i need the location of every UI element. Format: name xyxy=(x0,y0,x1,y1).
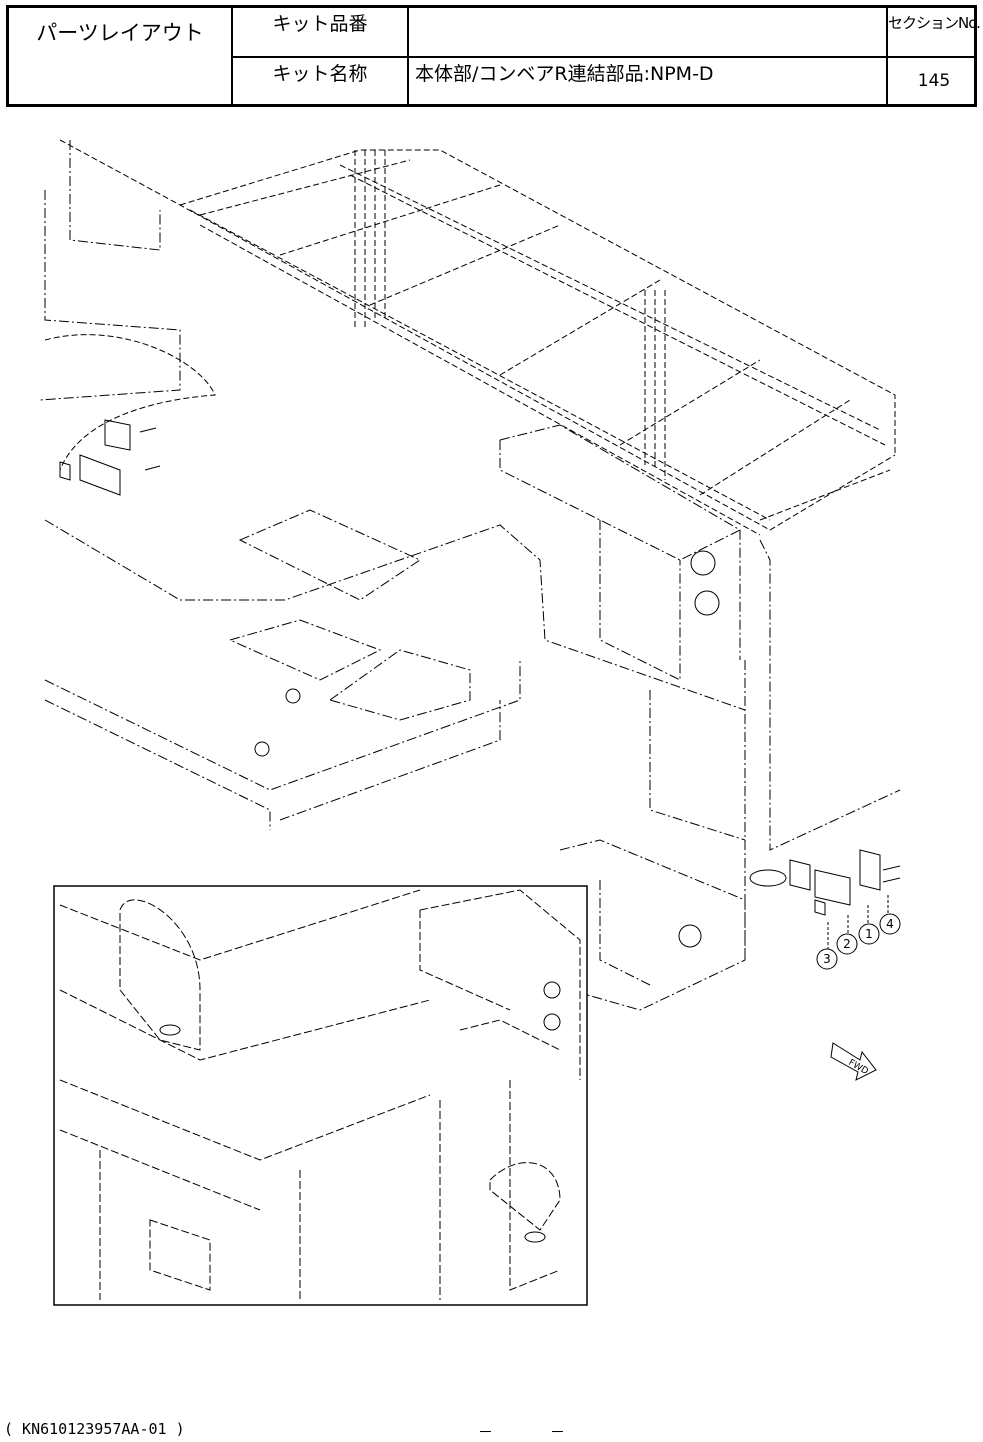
footer-dash-right: － xyxy=(550,1421,565,1442)
layout-title: パーツレイアウト xyxy=(9,8,231,104)
section-label: セクションNo. xyxy=(888,8,980,36)
callout-3: 3 xyxy=(817,949,837,969)
inset-overview xyxy=(54,886,587,1305)
kit-number-label: キット品番 xyxy=(233,8,407,36)
kit-name-label: キット名称 xyxy=(233,58,407,86)
svg-text:4: 4 xyxy=(886,917,894,931)
callout-1: 1 xyxy=(859,924,879,944)
title-block: パーツレイアウト キット品番 キット名称 本体部/コンベアR連結部品:NPM-D… xyxy=(6,5,977,107)
kit-number-value xyxy=(409,8,886,56)
callouts: 1 2 3 4 xyxy=(817,914,900,969)
svg-text:3: 3 xyxy=(823,952,831,966)
callout-4: 4 xyxy=(880,914,900,934)
footer-dash-left: － xyxy=(478,1421,493,1442)
svg-text:1: 1 xyxy=(865,927,873,941)
frame-grid xyxy=(60,140,895,535)
kit-name-value: 本体部/コンベアR連結部品:NPM-D xyxy=(409,58,886,86)
svg-text:2: 2 xyxy=(843,937,851,951)
document-number: ( KN610123957AA-01 ) xyxy=(4,1420,185,1438)
section-value: 145 xyxy=(888,58,980,104)
main-body xyxy=(40,140,900,1010)
parts-layout-drawing: 1 2 3 4 FWD xyxy=(0,120,983,1320)
left-bracket-detail xyxy=(45,335,215,495)
callout-2: 2 xyxy=(837,934,857,954)
